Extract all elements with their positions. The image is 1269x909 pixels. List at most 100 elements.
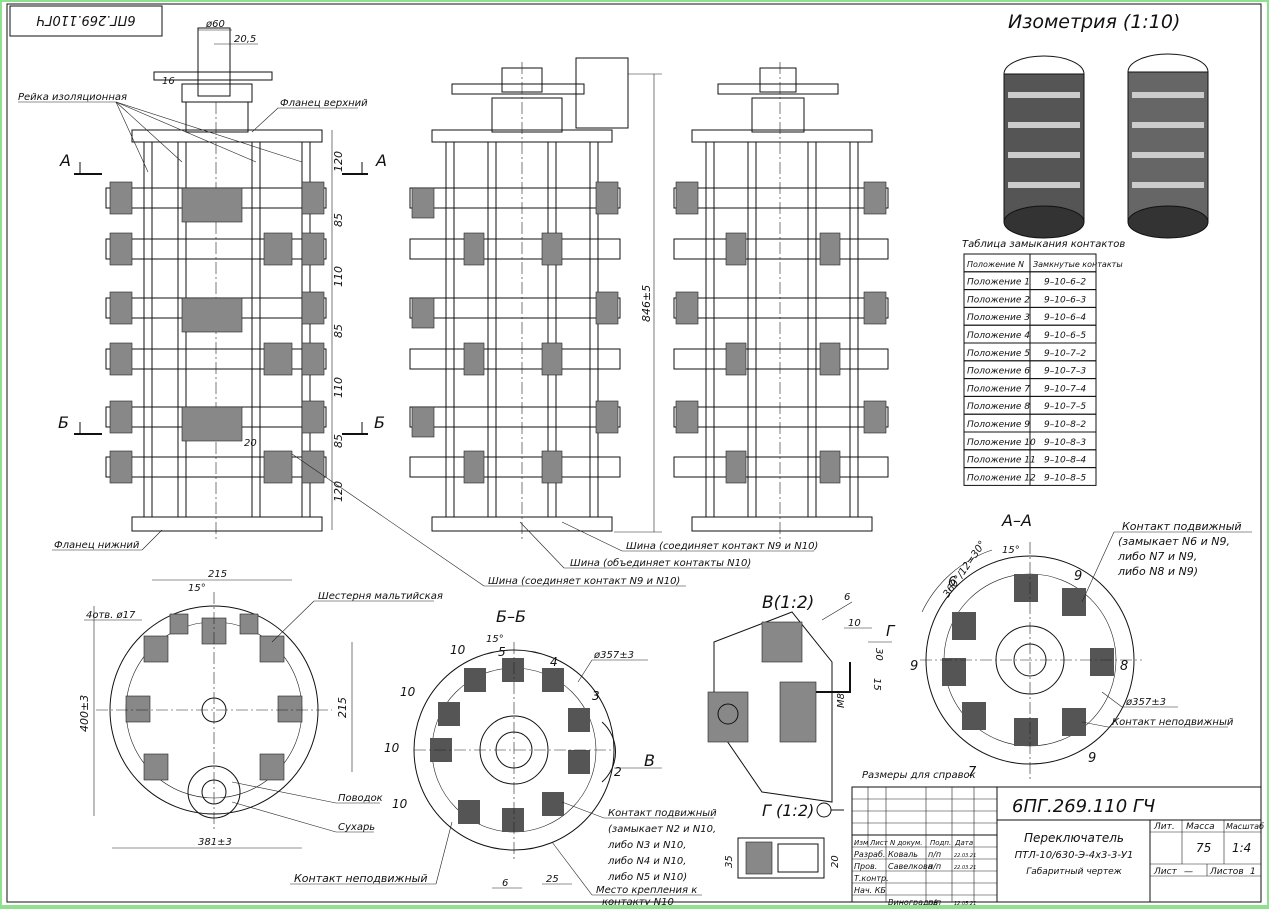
tb-person-cell: 12.05.21 bbox=[954, 901, 976, 905]
section-g-title: Г (1:2) bbox=[762, 801, 814, 820]
table-cell-contacts: 9–10–7–4 bbox=[1044, 384, 1086, 394]
bb-n3: 3 bbox=[592, 689, 600, 703]
bb-n5: 5 bbox=[498, 645, 506, 659]
table-cell-contacts: 9–10–8–2 bbox=[1044, 420, 1086, 430]
tb-person-cell: п/п bbox=[928, 850, 941, 859]
plan-dim-width-top: 215 bbox=[208, 569, 227, 580]
bb-moving-3: либо N3 и N10, bbox=[607, 839, 686, 851]
tb-code: 6ПГ.269.110 ГЧ bbox=[1012, 796, 1155, 817]
aa-n6: 6 bbox=[948, 575, 956, 590]
section-g-circle bbox=[816, 802, 832, 818]
leader-flange-top: Фланец верхний bbox=[280, 98, 368, 109]
tb-person-cell: Пров. bbox=[854, 862, 877, 871]
aa-n9-b: 9 bbox=[910, 659, 918, 674]
v-d6: 6 bbox=[844, 592, 850, 603]
v-d30: 30 bbox=[873, 648, 884, 661]
aa-n9-a: 9 bbox=[1074, 569, 1082, 584]
front-view-middle bbox=[409, 57, 662, 542]
v-d15: 15 bbox=[871, 678, 882, 691]
g-d35: 35 bbox=[724, 855, 735, 868]
bb-diam: ø357±3 bbox=[593, 650, 634, 661]
aa-n7: 7 bbox=[968, 765, 977, 780]
isometry-views bbox=[1003, 53, 1209, 239]
table-cell-contacts: 9–10–8–4 bbox=[1044, 456, 1086, 466]
section-mark-a-right: А bbox=[375, 151, 387, 170]
bb-angle: 15° bbox=[486, 634, 504, 645]
aa-n8: 8 bbox=[1120, 659, 1128, 674]
tb-person-cell: Нач. КБ bbox=[854, 886, 886, 895]
dim-d60: ø60 bbox=[205, 19, 225, 30]
aa-angle: 15° bbox=[1002, 545, 1020, 556]
plan-dim-angle: 15° bbox=[188, 583, 206, 594]
tb-person-cell: Разраб. bbox=[854, 850, 885, 859]
tb-person-cell: Т.контр. bbox=[854, 874, 889, 883]
tb-person-cell: 22.03.21 bbox=[954, 865, 976, 871]
leader-leash: Поводок bbox=[338, 793, 383, 804]
table-cell-position: Положение 7 bbox=[967, 384, 1030, 394]
dim-85-a: 85 bbox=[332, 213, 345, 227]
tb-sheet: Лист bbox=[1153, 867, 1178, 877]
g-d20: 20 bbox=[830, 855, 841, 868]
bb-moving-4: либо N4 и N10, bbox=[607, 855, 686, 867]
table-header-cell: Положение N bbox=[967, 260, 1024, 269]
aa-n9-c: 9 bbox=[1088, 751, 1096, 766]
plan-view bbox=[93, 579, 353, 849]
aa-moving-1: Контакт подвижный bbox=[1122, 520, 1242, 533]
section-mark-a-left: А bbox=[59, 151, 71, 170]
front-view-left bbox=[74, 27, 368, 542]
stamp-code-rotated: 6ПГ.269.110ГЧ bbox=[36, 12, 135, 27]
tb-lit: Лит. bbox=[1153, 822, 1175, 832]
dim-110-b: 110 bbox=[332, 377, 345, 398]
dim-85-b: 85 bbox=[332, 324, 345, 338]
v-m8: M8 bbox=[836, 693, 847, 708]
leader-maltese-gear: Шестерня мальтийская bbox=[318, 591, 443, 602]
aa-moving-4: либо N8 и N9) bbox=[1117, 565, 1198, 578]
tb-scale: Масштаб bbox=[1226, 822, 1264, 831]
table-cell-position: Положение 3 bbox=[967, 313, 1030, 323]
table-cell-contacts: 9–10–6–5 bbox=[1044, 331, 1086, 341]
bb-n10-a: 10 bbox=[450, 643, 466, 657]
tb-sheet-dash: — bbox=[1184, 867, 1193, 877]
table-cell-position: Положение 5 bbox=[967, 349, 1030, 359]
leader-flange-bottom: Фланец нижний bbox=[54, 540, 140, 551]
bb-moving-2: (замыкает N2 и N10, bbox=[608, 824, 716, 835]
tb-sheets-val: 1 bbox=[1250, 867, 1256, 877]
stamp-box bbox=[9, 5, 163, 37]
aa-moving-2: (замыкает N6 и N9, bbox=[1118, 535, 1230, 548]
plan-dim-bottom: 381±3 bbox=[198, 837, 232, 848]
tb-mass-val: 75 bbox=[1196, 841, 1211, 855]
dim-120-top: 120 bbox=[332, 151, 345, 172]
bb-moving-5: либо N5 и N10) bbox=[607, 871, 687, 883]
table-cell-position: Положение 2 bbox=[967, 295, 1030, 305]
leader-fixed-contact-right: Контакт неподвижный bbox=[1112, 717, 1234, 728]
leader-bus-common: Шина (объединяет контакты N10) bbox=[570, 557, 751, 569]
tb-person-cell: п/п bbox=[928, 898, 941, 905]
leader-bus-joins-bottom: Шина (соединяет контакт N9 и N10) bbox=[488, 576, 680, 587]
bb-n2: 2 bbox=[614, 765, 622, 779]
tb-person-cell: 22.03.21 bbox=[954, 853, 976, 859]
table-cell-position: Положение 9 bbox=[967, 420, 1030, 430]
table-cell-contacts: 9–10–6–4 bbox=[1044, 313, 1086, 323]
table-cell-contacts: 9–10–7–5 bbox=[1044, 402, 1086, 412]
tb-h-sign: Подп. bbox=[930, 839, 951, 847]
aa-moving-3: либо N7 и N9, bbox=[1117, 550, 1197, 563]
section-v bbox=[707, 601, 892, 803]
tb-name3: Габаритный чертеж bbox=[1026, 867, 1122, 877]
dim-110-a: 110 bbox=[332, 266, 345, 287]
ref-sizes-note: Размеры для справок bbox=[862, 770, 976, 781]
tb-h-doc: N докум. bbox=[890, 839, 922, 847]
tb-scale-val: 1:4 bbox=[1232, 841, 1251, 855]
section-bb-title: Б–Б bbox=[496, 607, 526, 626]
tb-person-cell: Виноградов bbox=[888, 898, 938, 905]
table-header-cell: Замкнутые контакты bbox=[1033, 260, 1123, 269]
table-cell-position: Положение 8 bbox=[967, 402, 1030, 412]
table-cell-contacts: 9–10–7–3 bbox=[1044, 367, 1086, 377]
bb-section-v: В bbox=[644, 751, 655, 770]
tb-h-izm: Изм bbox=[854, 839, 869, 847]
table-cell-position: Положение 10 bbox=[967, 438, 1036, 448]
section-mark-b-right: Б bbox=[374, 413, 385, 432]
table-cell-contacts: 9–10–6–2 bbox=[1044, 278, 1086, 288]
tb-sheets: Листов bbox=[1209, 867, 1244, 877]
bb-n4: 4 bbox=[550, 655, 558, 669]
